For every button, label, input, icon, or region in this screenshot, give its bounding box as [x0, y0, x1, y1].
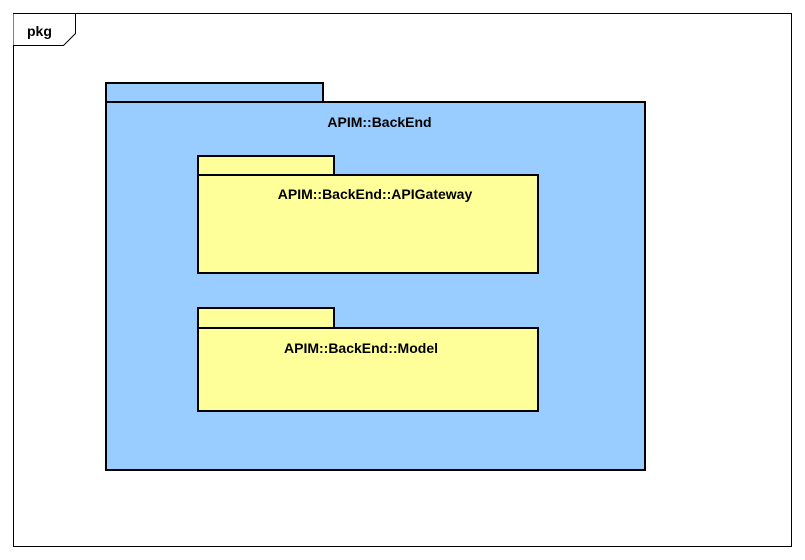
- frame-name-tab: [13, 13, 76, 46]
- package-model-tab: [197, 307, 335, 329]
- package-api-gateway-name: APIM::BackEnd::APIGateway: [278, 186, 473, 202]
- package-model[interactable]: APIM::BackEnd::Model: [197, 307, 539, 412]
- package-api-gateway-body: [197, 174, 539, 274]
- package-model-body: [197, 327, 539, 412]
- package-model-name: APIM::BackEnd::Model: [284, 340, 438, 356]
- package-backend-tab: [105, 82, 324, 103]
- package-backend-name: APIM::BackEnd: [327, 114, 431, 130]
- package-api-gateway[interactable]: APIM::BackEnd::APIGateway: [197, 155, 539, 274]
- package-backend-body: [105, 101, 646, 471]
- package-api-gateway-tab: [197, 155, 335, 176]
- frame-kind-label: pkg: [27, 23, 52, 39]
